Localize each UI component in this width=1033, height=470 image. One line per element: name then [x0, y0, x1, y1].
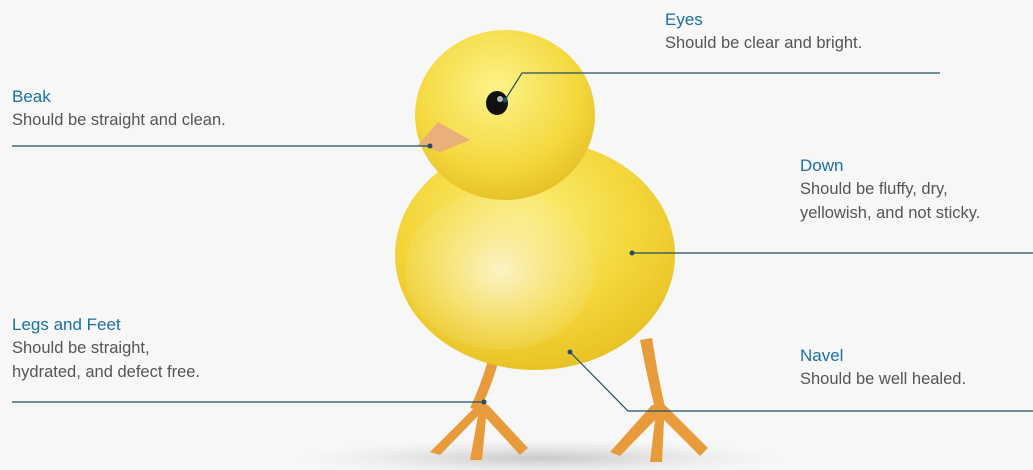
- navel-title: Navel: [800, 345, 966, 367]
- chick-eye: [486, 91, 508, 115]
- eyes-point: [503, 98, 508, 103]
- down-title: Down: [800, 155, 980, 177]
- legs-label: Legs and Feet Should be straight, hydrat…: [12, 314, 200, 384]
- beak-label: Beak Should be straight and clean.: [12, 86, 226, 132]
- legs-description-line-2: hydrated, and defect free.: [12, 360, 200, 384]
- navel-description: Should be well healed.: [800, 367, 966, 391]
- beak-title: Beak: [12, 86, 226, 108]
- down-label: Down Should be fluffy, dry, yellowish, a…: [800, 155, 980, 225]
- legs-title: Legs and Feet: [12, 314, 200, 336]
- beak-point: [428, 144, 433, 149]
- down-description-line-1: Should be fluffy, dry,: [800, 177, 980, 201]
- chick-head: [415, 30, 595, 200]
- ground-shadow: [300, 440, 780, 470]
- eyes-title: Eyes: [665, 9, 862, 31]
- eyes-label: Eyes Should be clear and bright.: [665, 9, 862, 55]
- legs-point: [482, 400, 487, 405]
- chick-belly: [405, 190, 595, 350]
- navel-point: [568, 350, 573, 355]
- down-point: [630, 251, 635, 256]
- eyes-description: Should be clear and bright.: [665, 31, 862, 55]
- navel-label: Navel Should be well healed.: [800, 345, 966, 391]
- down-description-line-2: yellowish, and not sticky.: [800, 201, 980, 225]
- beak-description: Should be straight and clean.: [12, 108, 226, 132]
- legs-description-line-1: Should be straight,: [12, 336, 200, 360]
